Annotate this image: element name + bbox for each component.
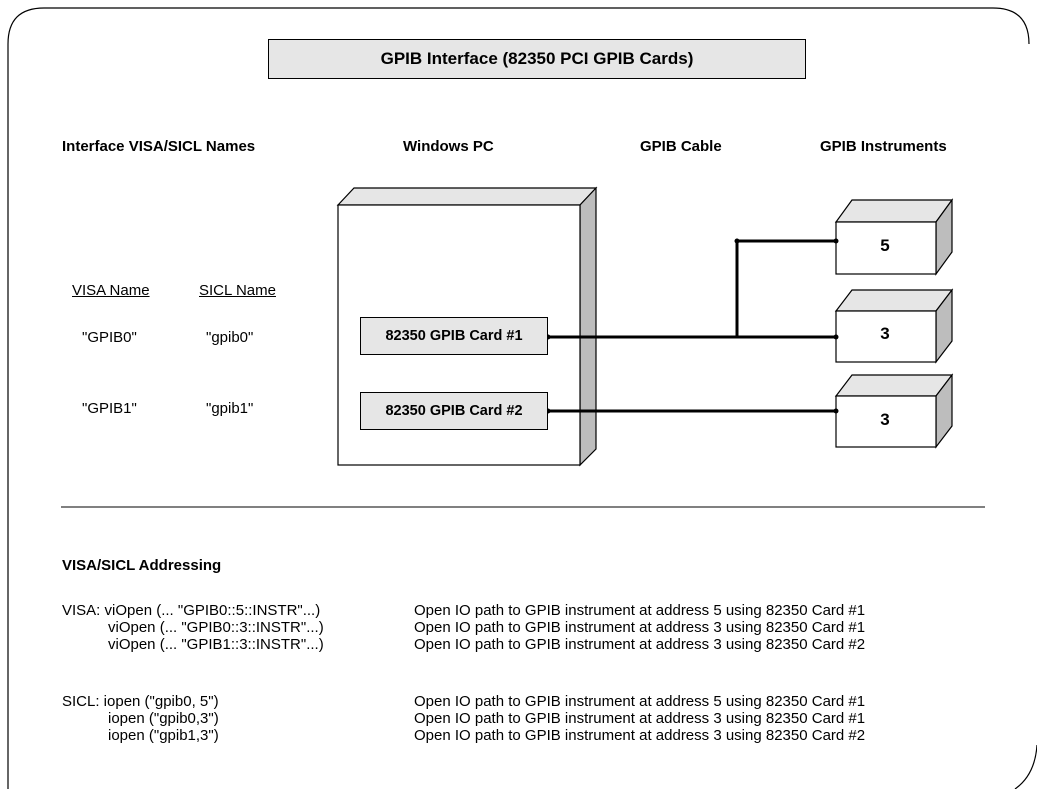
sicl-command: iopen ("gpib0,3") <box>108 710 219 727</box>
cable-dot <box>833 408 839 414</box>
sicl-description: Open IO path to GPIB instrument at addre… <box>414 693 866 710</box>
instrument-address-5: 5 <box>880 236 890 255</box>
visa-name-gpib1: "GPIB1" <box>82 400 137 417</box>
visa-description: Open IO path to GPIB instrument at addre… <box>414 636 866 653</box>
sicl-name-gpib1: "gpib1" <box>206 400 254 417</box>
header-gpib-cable: GPIB Cable <box>640 138 722 155</box>
visa-command: viOpen (... "GPIB0::3::INSTR"...) <box>108 619 324 636</box>
column-visa-name: VISA Name <box>72 282 150 299</box>
page-frame-corner-bottom-right <box>1014 744 1037 789</box>
visa-name-gpib0: "GPIB0" <box>82 329 137 346</box>
instrument-box-1 <box>834 198 954 276</box>
cable-dot <box>734 238 740 244</box>
page-frame <box>7 7 1030 789</box>
instrument-box-2 <box>834 288 954 364</box>
visa-command: VISA: viOpen (... "GPIB0::5::INSTR"...) <box>62 602 321 619</box>
cable-dot <box>833 238 839 244</box>
visa-description: Open IO path to GPIB instrument at addre… <box>414 602 866 619</box>
header-windows-pc: Windows PC <box>403 138 494 155</box>
cable-dot <box>833 334 839 340</box>
visa-command: viOpen (... "GPIB1::3::INSTR"...) <box>108 636 324 653</box>
gpib-card-1: 82350 GPIB Card #1 <box>360 317 548 355</box>
addressing-heading: VISA/SICL Addressing <box>62 557 222 574</box>
sicl-name-gpib0: "gpib0" <box>206 329 254 346</box>
sicl-description: Open IO path to GPIB instrument at addre… <box>414 710 866 727</box>
diagram-title: GPIB Interface (82350 PCI GPIB Cards) <box>268 39 806 79</box>
header-gpib-instruments: GPIB Instruments <box>820 138 947 155</box>
sicl-command: iopen ("gpib1,3") <box>108 727 219 744</box>
visa-description: Open IO path to GPIB instrument at addre… <box>414 619 866 636</box>
column-sicl-name: SICL Name <box>199 282 276 299</box>
header-interface-names: Interface VISA/SICL Names <box>62 138 256 155</box>
sicl-description: Open IO path to GPIB instrument at addre… <box>414 727 866 744</box>
gpib-card-2: 82350 GPIB Card #2 <box>360 392 548 430</box>
instrument-address-3-card2: 3 <box>880 410 890 429</box>
instrument-address-3-card1: 3 <box>880 324 890 343</box>
instrument-box-3 <box>834 373 954 449</box>
sicl-command: SICL: iopen ("gpib0, 5") <box>62 693 219 710</box>
